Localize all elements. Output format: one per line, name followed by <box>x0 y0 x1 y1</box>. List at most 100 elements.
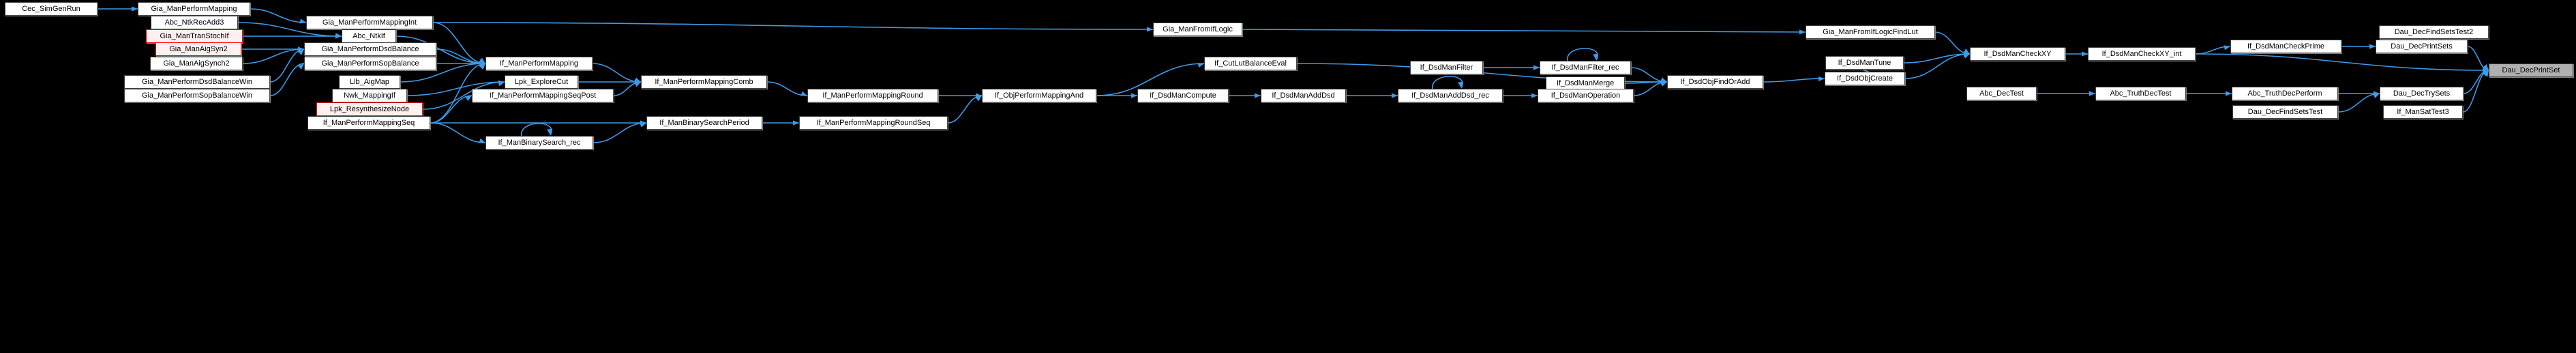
graph-node-if-dsdmancompute[interactable]: If_DsdManCompute <box>1137 89 1229 102</box>
graph-edge <box>593 122 647 143</box>
graph-node-gia-manperformmappingint[interactable]: Gia_ManPerformMappingInt <box>306 16 433 29</box>
graph-node-if-manperformmappingcomb[interactable]: If_ManPerformMappingComb <box>641 75 767 89</box>
graph-edge-arrowhead <box>634 77 641 83</box>
graph-node-if-dsdmanoperation[interactable]: If_DsdManOperation <box>1538 89 1634 102</box>
graph-node-gia-manperformsopbalancewin[interactable]: Gia_ManPerformSopBalanceWin <box>124 89 270 102</box>
graph-node-abc-truthdectest[interactable]: Abc_TruthDecTest <box>2095 87 2186 100</box>
graph-node-if-mansattest3[interactable]: If_ManSatTest3 <box>2383 105 2463 119</box>
graph-edge-arrowhead <box>1458 81 1463 88</box>
graph-node-if-manperformmapping[interactable]: If_ManPerformMapping <box>485 57 593 70</box>
graph-node-abc-ntkif[interactable]: Abc_NtkIf <box>342 29 396 43</box>
graph-node-dau-decprintset[interactable]: Dau_DecPrintSet <box>2489 63 2573 77</box>
graph-edge <box>2462 70 2489 113</box>
graph-edge <box>1630 67 1668 83</box>
graph-edge <box>436 48 486 64</box>
graph-node-if-manperformmappingseqpost[interactable]: If_ManPerformMappingSeqPost <box>472 89 614 102</box>
graph-edge <box>2195 46 2231 55</box>
graph-edge-arrowhead <box>479 59 485 64</box>
graph-edge-arrowhead <box>1660 82 1667 87</box>
graph-edge-arrowhead <box>297 63 304 70</box>
graph-node-lpk-resynthesizenode[interactable]: Lpk_ResynthesizeNode <box>316 102 423 116</box>
graph-edge <box>1903 53 1971 63</box>
graph-node-gia-manaigsyn2[interactable]: Gia_ManAigSyn2 <box>155 42 241 56</box>
graph-node-if-dsdmancheckxy[interactable]: If_DsdManCheckXY <box>1970 47 2065 61</box>
graph-node-abc-truthdecperform[interactable]: Abc_TruthDecPerform <box>2232 87 2338 100</box>
graph-edge-arrowhead <box>640 122 646 128</box>
graph-node-if-manperformmappingroundseq[interactable]: If_ManPerformMappingRoundSeq <box>799 116 948 130</box>
graph-node-gia-manperformdsdbalance[interactable]: Gia_ManPerformDsdBalance <box>304 42 436 56</box>
graph-edge-arrowhead <box>1818 76 1825 82</box>
graph-node-if-dsdmanfilter-rec[interactable]: If_DsdManFilter_rec <box>1540 61 1631 74</box>
graph-edge-arrowhead <box>547 128 552 135</box>
graph-edge-arrowhead <box>2226 91 2232 96</box>
graph-edge-arrowhead <box>2483 70 2489 77</box>
graph-node-gia-manperformmapping[interactable]: Gia_ManPerformMapping <box>138 2 250 16</box>
graph-node-dau-decfindsetstest[interactable]: Dau_DecFindSetsTest <box>2232 105 2338 119</box>
graph-edge-arrowhead <box>1963 48 1970 54</box>
graph-node-gia-manfromiflogicfindlut[interactable]: Gia_ManFromIfLogicFindLut <box>1806 25 1935 39</box>
graph-edge-arrowhead <box>793 120 799 126</box>
graph-edge <box>1763 78 1825 83</box>
graph-node-abc-dectest[interactable]: Abc_DecTest <box>1966 87 2037 100</box>
graph-edge <box>766 81 808 96</box>
graph-node-if-dsdobjfindoradd[interactable]: If_DsdObjFindOrAdd <box>1667 75 1763 89</box>
graph-edge <box>2337 93 2380 113</box>
graph-edge-arrowhead <box>1197 63 1204 68</box>
graph-edge-arrowhead <box>1660 77 1667 83</box>
graph-node-abc-ntkrecadd3[interactable]: Abc_NtkRecAdd3 <box>151 16 238 29</box>
graph-node-gia-manperformdsdbalancewin[interactable]: Gia_ManPerformDsdBalanceWin <box>124 75 270 89</box>
graph-node-if-dsdmanmerge[interactable]: If_DsdManMerge <box>1546 76 1625 90</box>
graph-node-if-dsdmancheckxy-int[interactable]: If_DsdManCheckXY_int <box>2088 47 2196 61</box>
graph-edge-arrowhead <box>298 46 304 52</box>
graph-edge <box>1242 29 1806 33</box>
graph-node-if-dsdmanadddsd-rec[interactable]: If_DsdManAddDsd_rec <box>1398 89 1503 102</box>
graph-edge <box>242 48 305 64</box>
graph-node-if-objperformmappingand[interactable]: If_ObjPerformMappingAnd <box>982 89 1096 102</box>
graph-edge-arrowhead <box>800 91 807 96</box>
graph-edge-arrowhead <box>1660 79 1667 85</box>
graph-edge <box>1904 53 1971 79</box>
graph-node-if-dsdmanfilter[interactable]: If_DsdManFilter <box>1410 61 1483 74</box>
graph-edge-arrowhead <box>1255 93 1261 98</box>
graph-edge-arrowhead <box>2089 91 2095 96</box>
graph-node-if-manperformmappingseq[interactable]: If_ManPerformMappingSeq <box>308 116 430 130</box>
graph-node-gia-manperformsopbalance[interactable]: Gia_ManPerformSopBalance <box>304 57 436 70</box>
graph-edge-arrowhead <box>1146 27 1153 32</box>
graph-edge-arrowhead <box>498 80 505 85</box>
graph-edge <box>521 123 552 137</box>
graph-edge-arrowhead <box>1531 93 1538 98</box>
graph-node-gia-manaigsynch2[interactable]: Gia_ManAigSynch2 <box>150 57 243 70</box>
graph-edge <box>1432 76 1463 89</box>
graph-node-if-dsdmantune[interactable]: If_DsdManTune <box>1825 56 1904 70</box>
graph-edge-arrowhead <box>1799 29 1806 35</box>
graph-edge-arrowhead <box>498 81 505 87</box>
graph-edge-arrowhead <box>1131 93 1137 98</box>
graph-node-llb-aigmap[interactable]: Llb_AigMap <box>339 75 400 89</box>
graph-edge-arrowhead <box>335 33 342 39</box>
graph-node-gia-mantranstochif[interactable]: Gia_ManTranStochIf <box>146 29 243 43</box>
graph-node-cec-simgenrun[interactable]: Cec_SimGenRun <box>5 2 98 16</box>
graph-edge-arrowhead <box>299 18 306 24</box>
graph-node-if-manperformmappinground[interactable]: If_ManPerformMappingRound <box>807 89 938 102</box>
graph-edge <box>947 95 983 124</box>
graph-node-nwk-mappingif[interactable]: Nwk_MappingIf <box>332 89 407 102</box>
graph-node-dau-decfindsetstest2[interactable]: Dau_DecFindSetsTest2 <box>2379 25 2489 39</box>
graph-edge-arrowhead <box>1392 93 1398 98</box>
graph-node-if-dsdmanadddsd[interactable]: If_DsdManAddDsd <box>1261 89 1346 102</box>
graph-edge-arrowhead <box>1963 53 1970 59</box>
graph-node-if-manbinarysearchperiod[interactable]: If_ManBinarySearchPeriod <box>646 116 762 130</box>
graph-edge-arrowhead <box>1660 79 1667 85</box>
graph-edge-arrowhead <box>479 138 485 143</box>
graph-node-if-manbinarysearch-rec[interactable]: If_ManBinarySearch_rec <box>485 136 593 150</box>
graph-node-gia-manfromiflogic[interactable]: Gia_ManFromIfLogic <box>1153 23 1242 36</box>
graph-node-dau-dectrysets[interactable]: Dau_DecTrySets <box>2380 87 2463 100</box>
graph-edge <box>613 81 642 96</box>
graph-edge-arrowhead <box>976 93 982 98</box>
graph-node-dau-decprintsets[interactable]: Dau_DecPrintSets <box>2376 40 2468 53</box>
graph-node-if-dsdobjcreate[interactable]: If_DsdObjCreate <box>1825 72 1905 85</box>
graph-edge-arrowhead <box>479 59 485 64</box>
graph-node-if-cutlutbalanceeval[interactable]: If_CutLutBalanceEval <box>1204 57 1297 70</box>
graph-edge <box>1934 31 1971 55</box>
graph-node-lpk-explorecut[interactable]: Lpk_ExploreCut <box>505 75 578 89</box>
graph-node-if-dsdmancheckprime[interactable]: If_DsdManCheckPrime <box>2230 40 2341 53</box>
